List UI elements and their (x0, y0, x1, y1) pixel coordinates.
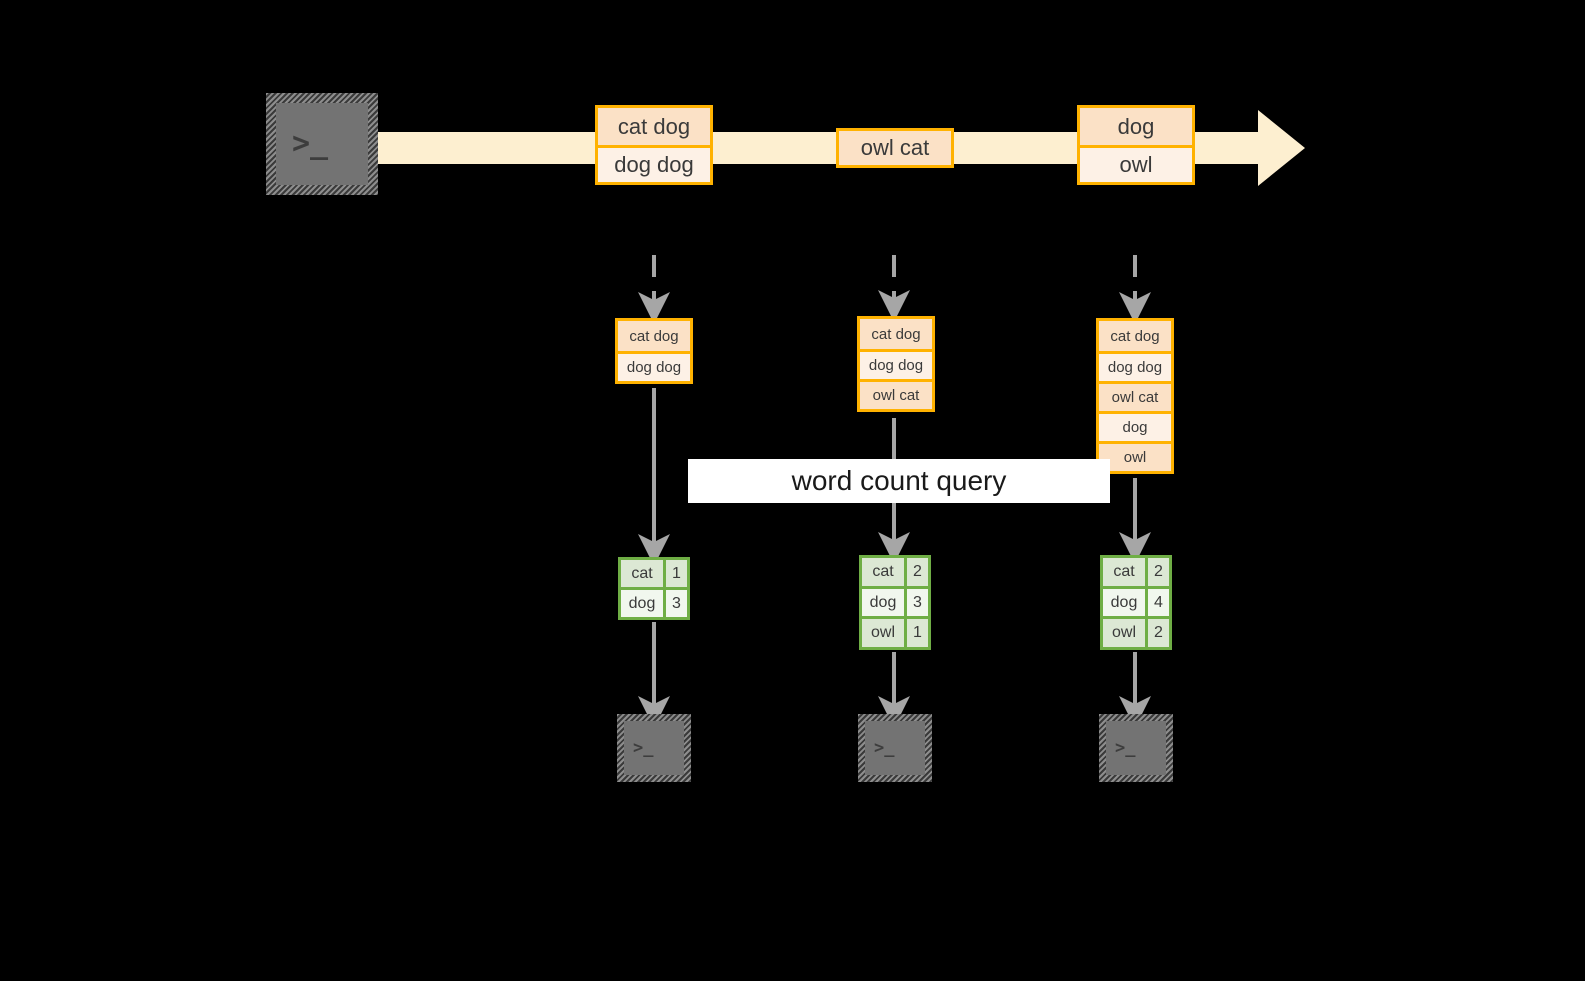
unbounded-table-row: owl (1099, 441, 1171, 471)
unbounded-table-row: dog (1099, 411, 1171, 441)
result-table-2: cat 2 dog 3 owl 1 (859, 555, 931, 650)
result-word-cell: dog (621, 590, 666, 617)
source-terminal-body: >_ (276, 103, 368, 185)
result-word-cell: cat (621, 560, 666, 587)
stream-record-line: owl (1080, 145, 1192, 182)
result-row: cat 1 (621, 560, 687, 587)
stream-record-line: cat dog (598, 108, 710, 145)
result-row: owl 1 (862, 616, 928, 648)
result-count-cell: 4 (1148, 588, 1169, 617)
unbounded-table-row: cat dog (618, 321, 690, 351)
source-terminal-icon: >_ (266, 93, 378, 195)
stream-record-line: dog dog (598, 145, 710, 182)
result-table-3: cat 2 dog 4 owl 2 (1100, 555, 1172, 650)
terminal-prompt-glyph: >_ (633, 737, 654, 758)
query-label: word count query (791, 465, 1007, 496)
result-count-cell: 2 (1148, 558, 1169, 586)
stream-batch-1: cat dog dog dog (595, 105, 713, 185)
result-word-cell: dog (862, 588, 907, 617)
result-row: cat 2 (1103, 558, 1169, 586)
result-row: owl 2 (1103, 616, 1169, 648)
unbounded-table-row: cat dog (1099, 321, 1171, 351)
terminal-prompt-glyph: >_ (1115, 737, 1136, 758)
unbounded-table-row: owl cat (860, 379, 932, 409)
stream-batch-2: owl cat (836, 128, 954, 168)
result-table-1: cat 1 dog 3 (618, 557, 690, 620)
sink-terminal-icon-1: >_ (617, 714, 691, 782)
sink-terminal-body: >_ (865, 721, 925, 775)
terminal-prompt-glyph: >_ (292, 126, 329, 161)
stream-record-line: dog (1080, 108, 1192, 145)
feed-connectors (638, 255, 1151, 324)
result-count-cell: 2 (907, 558, 928, 586)
sink-terminal-body: >_ (1106, 721, 1166, 775)
result-count-cell: 3 (907, 588, 928, 617)
unbounded-table-2: cat dog dog dog owl cat (857, 316, 935, 412)
unbounded-table-row: dog dog (860, 349, 932, 379)
result-word-cell: owl (1103, 619, 1148, 648)
result-row: dog 4 (1103, 585, 1169, 617)
result-word-cell: dog (1103, 588, 1148, 617)
unbounded-table-row: cat dog (860, 319, 932, 349)
sink-terminal-body: >_ (624, 721, 684, 775)
stream-record-line: owl cat (839, 131, 951, 165)
query-band: word count query (688, 459, 1110, 503)
unbounded-table-row: dog dog (1099, 351, 1171, 381)
result-word-cell: cat (1103, 558, 1148, 586)
result-count-cell: 3 (666, 590, 687, 617)
result-row: dog 3 (862, 585, 928, 617)
result-word-cell: cat (862, 558, 907, 586)
unbounded-table-3: cat dog dog dog owl cat dog owl (1096, 318, 1174, 474)
unbounded-table-row: owl cat (1099, 381, 1171, 411)
result-count-cell: 1 (666, 560, 687, 587)
result-count-cell: 2 (1148, 619, 1169, 648)
terminal-prompt-glyph: >_ (874, 737, 895, 758)
sink-connectors (638, 622, 1151, 728)
stream-batch-3: dog owl (1077, 105, 1195, 185)
result-count-cell: 1 (907, 619, 928, 648)
sink-terminal-icon-2: >_ (858, 714, 932, 782)
result-word-cell: owl (862, 619, 907, 648)
result-row: dog 3 (621, 587, 687, 617)
unbounded-table-row: dog dog (618, 351, 690, 381)
result-row: cat 2 (862, 558, 928, 586)
sink-terminal-icon-3: >_ (1099, 714, 1173, 782)
unbounded-table-1: cat dog dog dog (615, 318, 693, 384)
